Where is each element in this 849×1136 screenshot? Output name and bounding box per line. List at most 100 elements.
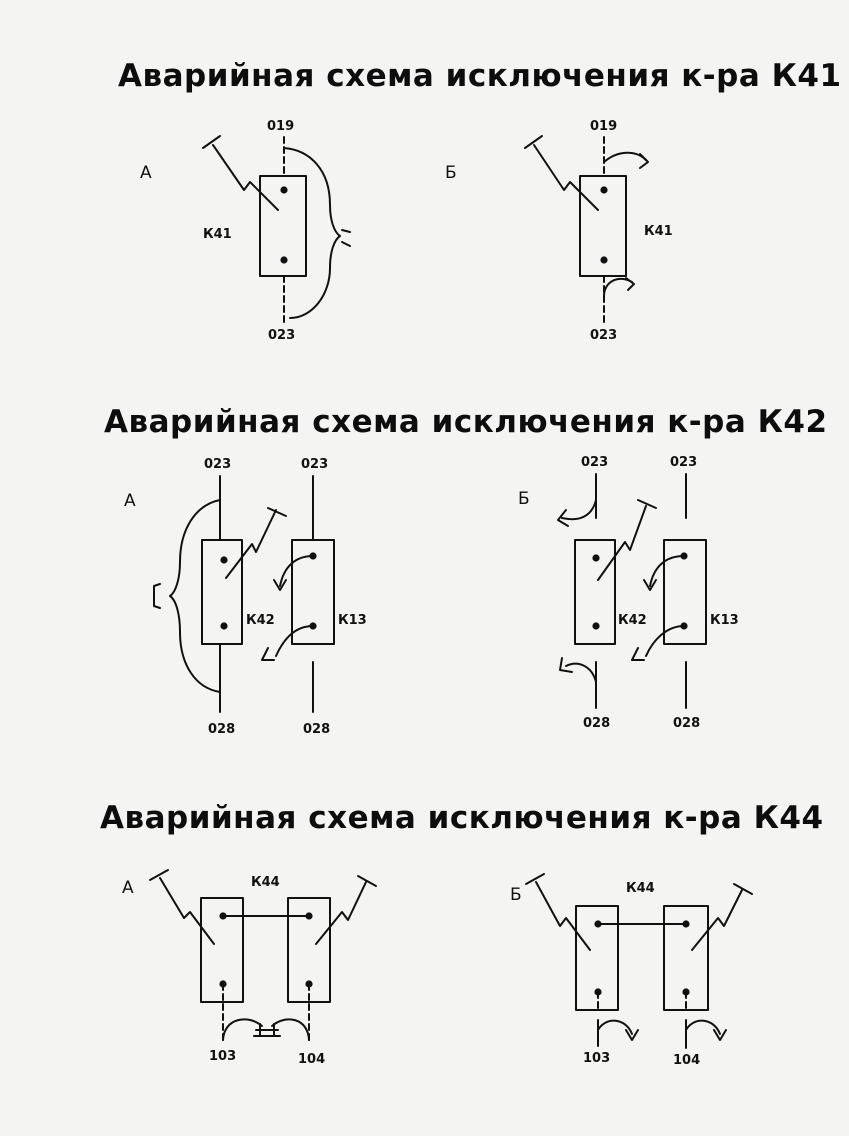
wire-lift-left [597, 1019, 633, 1035]
wire-lift-bottom [603, 277, 633, 297]
disconnect-arrow [225, 509, 277, 579]
contactor-coil-box-main [201, 539, 243, 645]
section-title-k44: Аварийная схема исключения к-ра К44 [100, 800, 824, 836]
variant-label: Б [518, 489, 530, 509]
section-title-k42: Аварийная схема исключения к-ра К42 [104, 404, 828, 440]
k42-variant-a: А 023 023 028 028 К42 К13 [124, 457, 367, 737]
variant-label: А [122, 878, 134, 898]
contactor-coil-box [579, 175, 627, 277]
disconnect-arrow-right-bar [733, 883, 753, 895]
wire-label-top: 019 [590, 119, 617, 134]
jumper-left [222, 1018, 263, 1041]
wire-lift-top-arrow [639, 153, 649, 169]
variant-label: Б [445, 163, 457, 183]
disconnect-arrow-bar [202, 135, 221, 149]
contactor-coil-box-aux [663, 539, 707, 645]
wire-label-left: 103 [583, 1051, 610, 1066]
wire-label-top: 019 [267, 119, 294, 134]
coil-label-main: К42 [246, 613, 275, 628]
wire-lift-top-main-arrow [557, 509, 569, 527]
k41-variant-a: А 019 023 К41 [140, 119, 351, 343]
wire-lift-right-arrow [713, 1029, 727, 1041]
wire-lift-top-aux-arrow [273, 579, 287, 591]
coil-label: К41 [203, 227, 232, 242]
wire-label-bottom: 023 [590, 328, 617, 343]
wire-label-bottom-main: 028 [583, 716, 610, 731]
disconnect-arrow-left [535, 881, 591, 951]
jumper-clamp [253, 1023, 281, 1037]
wire-lift-top-main [561, 499, 597, 521]
terminal-top [600, 186, 608, 194]
disconnect-arrow-right-bar [357, 875, 377, 887]
k44-variant-b: Б К44 103 104 [510, 873, 753, 1068]
coil-label-main: К42 [618, 613, 647, 628]
section-title-k41: Аварийная схема исключения к-ра К41 [118, 58, 842, 94]
disconnect-arrow-left-bar [525, 873, 545, 885]
disconnect-arrow-bar [637, 499, 657, 509]
wire-label-top-main: 023 [204, 457, 231, 472]
terminal-bottom-main [220, 622, 228, 630]
wire-label-top-main: 023 [581, 455, 608, 470]
wire-label-right: 104 [298, 1052, 325, 1067]
contactor-box-left [200, 897, 244, 1003]
contactor-coil-box-aux [291, 539, 335, 645]
wire-lift-top-aux [279, 555, 314, 587]
disconnect-arrow-left [159, 877, 215, 945]
coil-label-aux: К13 [710, 613, 739, 628]
disconnect-arrow-right [315, 881, 367, 945]
wire-label-bottom-aux: 028 [673, 716, 700, 731]
wire-lift-right [685, 1019, 721, 1035]
contactor-coil-box [259, 175, 307, 277]
terminal-bottom [280, 256, 288, 264]
wire-label-right: 104 [673, 1053, 700, 1068]
coil-label-aux: К13 [338, 613, 367, 628]
disconnect-arrow [212, 144, 279, 211]
k44-variant-a: А К44 103 104 [122, 869, 377, 1067]
jumper-right [271, 1018, 310, 1041]
wire-lift-bottom-aux [645, 625, 685, 657]
variant-label: А [140, 163, 152, 183]
disconnect-arrow [597, 505, 647, 581]
wire-lift-left-arrow [625, 1029, 639, 1041]
wire-label-top-aux: 023 [301, 457, 328, 472]
terminal-bottom-main [592, 622, 600, 630]
disconnect-arrow-right [691, 889, 743, 951]
wire-lift-top-aux [649, 555, 685, 587]
terminal-top-main [220, 556, 228, 564]
wire-lift-bottom-aux-arrow [631, 647, 645, 661]
jumper-bracket [283, 147, 341, 319]
contactor-box-left [575, 905, 619, 1011]
terminal-top [280, 186, 288, 194]
wire-lift-bottom-main [565, 662, 597, 683]
disconnect-arrow-left-bar [149, 869, 169, 881]
jumper-clamp [341, 229, 351, 247]
wire-lift-bottom-main-arrow [559, 657, 573, 673]
coil-label: К41 [644, 224, 673, 239]
terminal-top-main [592, 554, 600, 562]
disconnect-arrow-bar [524, 135, 543, 149]
wire-label-bottom-aux: 028 [303, 722, 330, 737]
k42-variant-b: Б 023 023 028 028 К42 К13 [518, 455, 739, 731]
disconnect-arrow-bar [267, 507, 287, 517]
wire-label-bottom-main: 028 [208, 722, 235, 737]
contactor-coil-box-main [574, 539, 616, 645]
terminal-bottom [600, 256, 608, 264]
wire-label-left: 103 [209, 1049, 236, 1064]
wire-lift-bottom-arrow [625, 277, 635, 291]
k41-variant-b: Б 019 023 К41 [445, 119, 673, 343]
wire-lift-bottom-aux-arrow [261, 647, 275, 661]
coil-label: К44 [626, 881, 655, 896]
jumper-clamp [153, 583, 161, 609]
disconnect-arrow [533, 144, 599, 211]
variant-label: А [124, 491, 136, 511]
coil-label: К44 [251, 875, 280, 890]
wire-label-bottom: 023 [268, 328, 295, 343]
wire-lift-top-aux-arrow [643, 579, 657, 591]
wire-label-top-aux: 023 [670, 455, 697, 470]
contactor-box-right [663, 905, 709, 1011]
contactor-box-right [287, 897, 331, 1003]
jumper-bracket [169, 499, 221, 693]
wire-lift-bottom-aux [275, 625, 314, 657]
variant-label: Б [510, 885, 522, 905]
